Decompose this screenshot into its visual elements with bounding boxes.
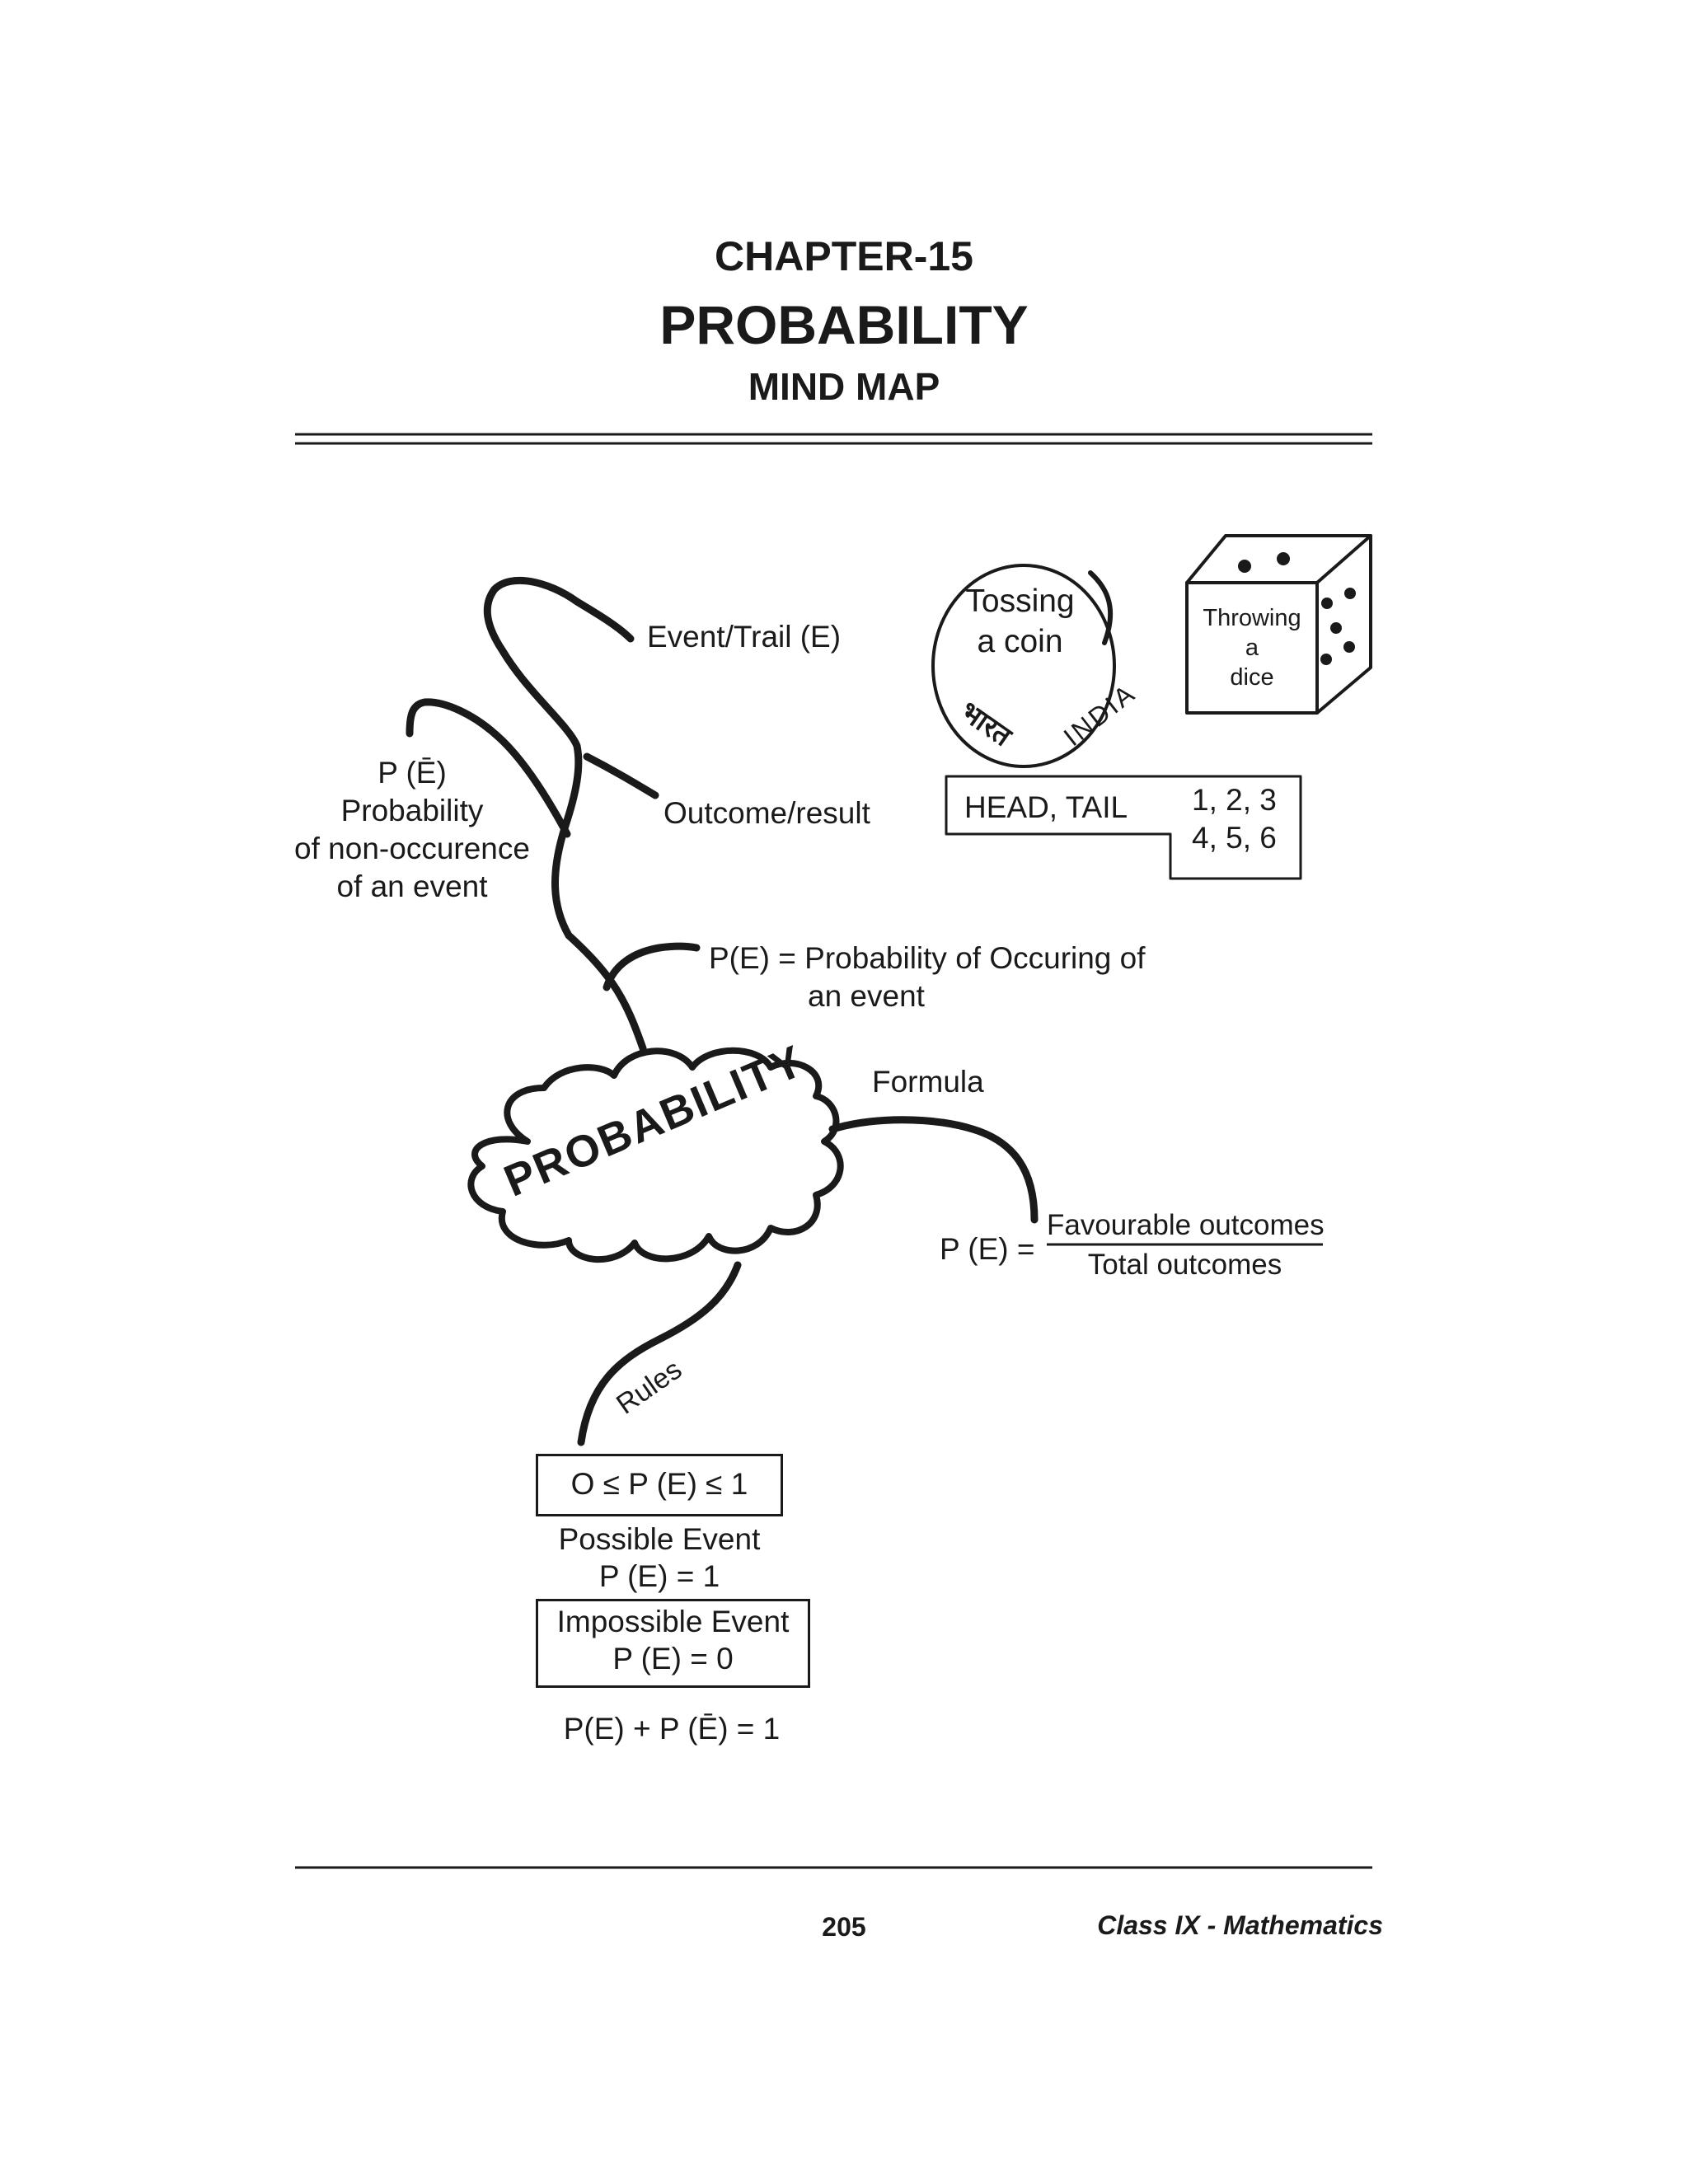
dice-outcomes-line2: 4, 5, 6 [1192,821,1277,855]
page-title: PROBABILITY [659,294,1029,355]
formula-lhs: P (E) = [940,1232,1035,1266]
dice-icon [1185,534,1372,715]
coin-icon [931,564,1116,768]
page-number: 205 [822,1912,866,1942]
branch-p-not-e [406,698,571,838]
dice-line3: dice [1230,664,1274,691]
coin-line2: a coin [977,624,1063,659]
dice-outcomes-line1: 1, 2, 3 [1192,783,1277,817]
p-e-line1: P(E) = Probability of Occuring of [709,941,1146,975]
rules-possible-line2: P (E) = 1 [598,1559,720,1593]
p-not-e-symbol: P (Ē) [377,756,447,790]
dice-line1: Throwing [1203,605,1301,631]
event-trail-label: Event/Trail (E) [647,620,842,654]
rules-impossible-line1: Impossible Event [556,1605,790,1638]
outcome-label: Outcome/result [663,796,870,830]
page-subtitle: MIND MAP [748,365,940,408]
rules-possible-line1: Possible Event [558,1522,761,1556]
rules-impossible-line2: P (E) = 0 [612,1642,734,1675]
p-not-e-line2: of non-occurence [294,832,530,865]
dice-line2: a [1245,635,1259,661]
formula-label: Formula [872,1065,984,1099]
chapter-label: CHAPTER-15 [715,233,973,279]
rules-range-box [536,1454,783,1516]
center-cloud [467,1047,844,1263]
outcomes-box [945,775,1302,880]
class-label: Class IX - Mathematics [1097,1910,1383,1940]
branch-rules [577,1261,742,1446]
coin-shine [1088,570,1114,645]
p-not-e-line3: of an event [336,869,488,903]
p-not-e-block: P (Ē) Probability of non-occurence of an… [280,754,544,906]
branch-formula [828,1116,1039,1224]
rules-range: O ≤ P (E) ≤ 1 [570,1467,748,1501]
rules-sum: P(E) + P (Ē) = 1 [563,1712,781,1746]
rules-impossible-box [536,1599,810,1688]
branch-p-e [603,942,701,991]
formula-numerator: Favourable outcomes [1047,1209,1325,1241]
formula-denominator: Total outcomes [1087,1249,1282,1281]
coin-line1: Tossing [965,583,1075,619]
coin-outcomes: HEAD, TAIL [964,790,1128,824]
branch-trunk [483,576,647,1052]
branch-outcome [583,752,659,799]
p-e-line2: an event [808,979,925,1013]
p-not-e-line1: Probability [340,794,484,827]
